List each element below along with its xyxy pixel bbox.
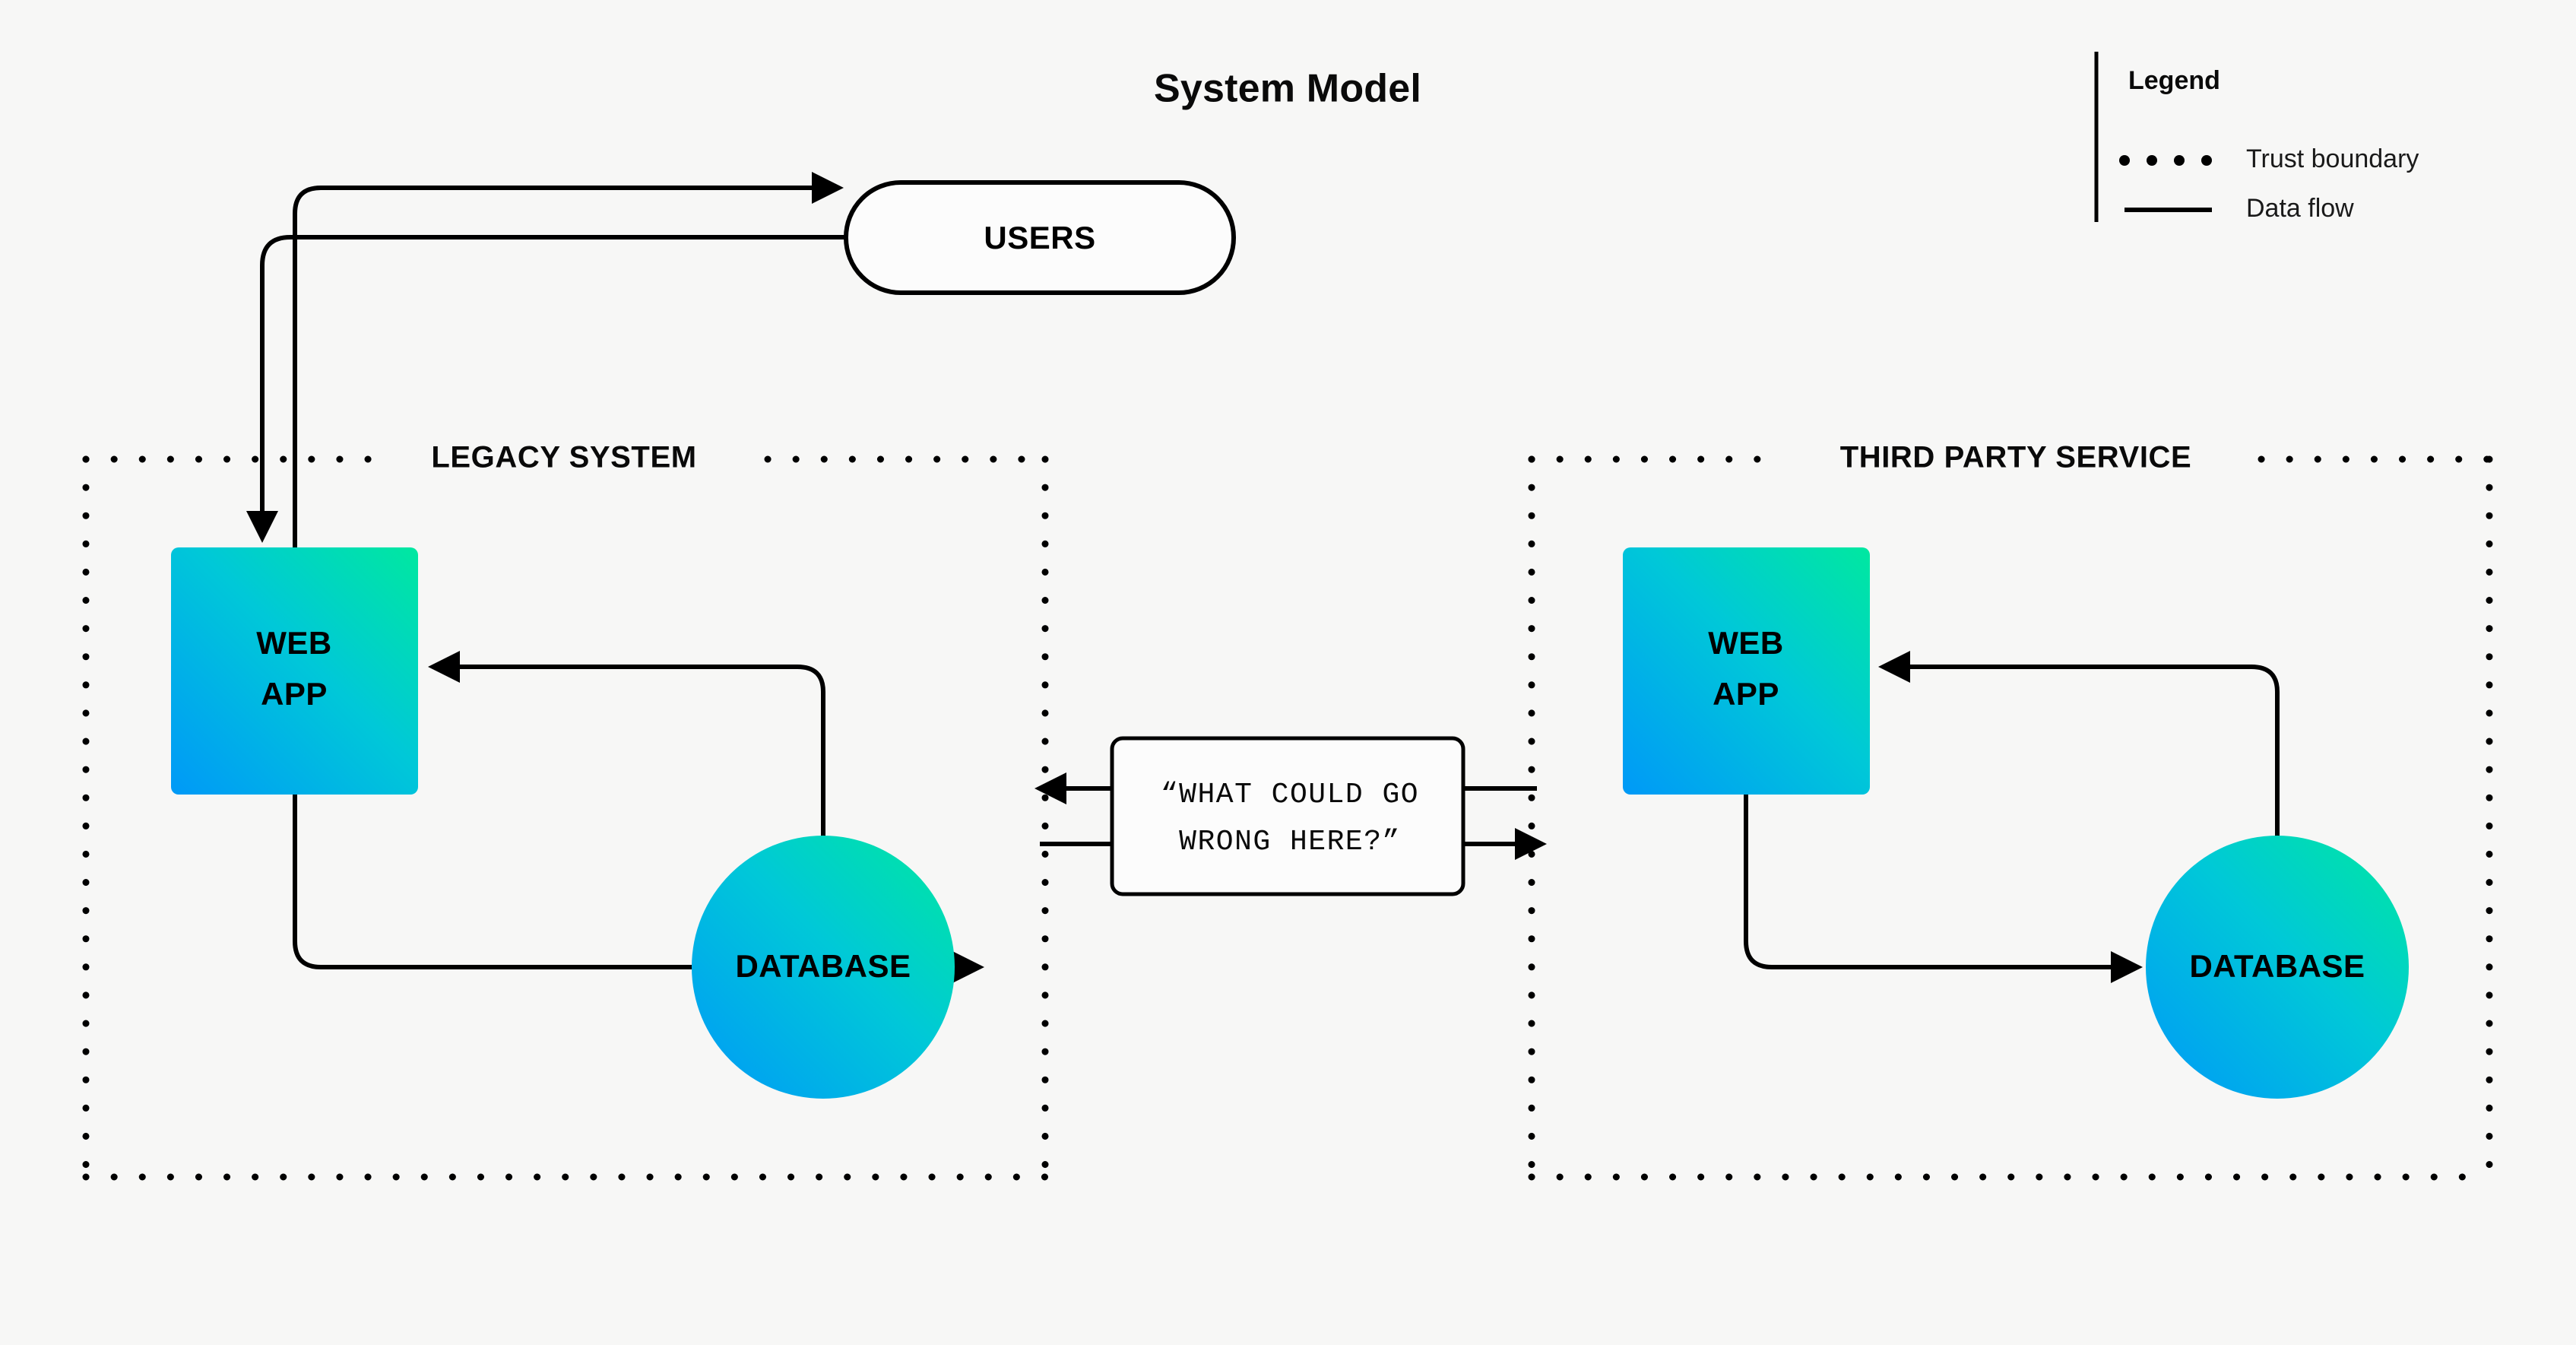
page-title: System Model — [1154, 67, 1421, 111]
node-legacy-database[interactable]: DATABASE — [692, 836, 955, 1099]
node-third-party-web-app[interactable]: WEB APP — [1623, 547, 1870, 795]
node-legacy-web-app[interactable]: WEB APP — [171, 547, 418, 795]
legend-label-trust-boundary: Trust boundary — [2246, 144, 2419, 173]
third-party-web-app-label-line2: APP — [1713, 676, 1779, 712]
legacy-database-label: DATABASE — [735, 948, 911, 984]
flow-users-to-legacy-web-app — [246, 235, 846, 543]
flow-legacy-database-to-web-app — [428, 651, 825, 836]
flow-legacy-web-app-to-database — [293, 793, 984, 983]
third-party-database-shape — [2146, 836, 2409, 1099]
node-users[interactable]: USERS — [844, 180, 1236, 295]
users-pill-shape — [844, 180, 1236, 295]
node-third-party-database[interactable]: DATABASE — [2146, 836, 2409, 1099]
legend: Legend Trust boundary Data flow — [2094, 52, 2419, 223]
legend-label-data-flow: Data flow — [2246, 194, 2354, 223]
flow-legacy-web-app-to-users — [293, 172, 844, 547]
flow-third-party-web-app-to-database — [1744, 793, 2143, 983]
legacy-web-app-shape — [171, 547, 418, 795]
trust-boundary-legacy: LEGACY SYSTEM — [82, 441, 1049, 1181]
legend-heading: Legend — [2128, 66, 2220, 95]
callout-text-line1: “WHAT COULD GO — [1161, 779, 1419, 811]
callout-box-shape — [1110, 736, 1465, 896]
third-party-database-label: DATABASE — [2189, 948, 2365, 984]
boundary-label-third-party: THIRD PARTY SERVICE — [1840, 441, 2192, 474]
legacy-web-app-label-line1: WEB — [256, 625, 332, 661]
legend-item-data-flow: Data flow — [2124, 194, 2354, 223]
callout-what-could-go-wrong[interactable]: “WHAT COULD GO WRONG HERE?” — [1110, 736, 1465, 896]
users-label: USERS — [984, 220, 1095, 255]
boundary-label-legacy: LEGACY SYSTEM — [431, 441, 696, 474]
dotted-line-icon — [2119, 155, 2212, 166]
callout-text-line2: WRONG HERE?” — [1179, 826, 1401, 858]
legacy-web-app-label-line2: APP — [261, 676, 328, 712]
trust-boundary-third-party: THIRD PARTY SERVICE — [1528, 441, 2493, 1181]
third-party-web-app-shape — [1623, 547, 1870, 795]
legacy-database-shape — [692, 836, 955, 1099]
third-party-web-app-label-line1: WEB — [1708, 625, 1784, 661]
flow-third-party-database-to-web-app — [1878, 651, 2280, 836]
legend-item-trust-boundary: Trust boundary — [2119, 144, 2419, 173]
